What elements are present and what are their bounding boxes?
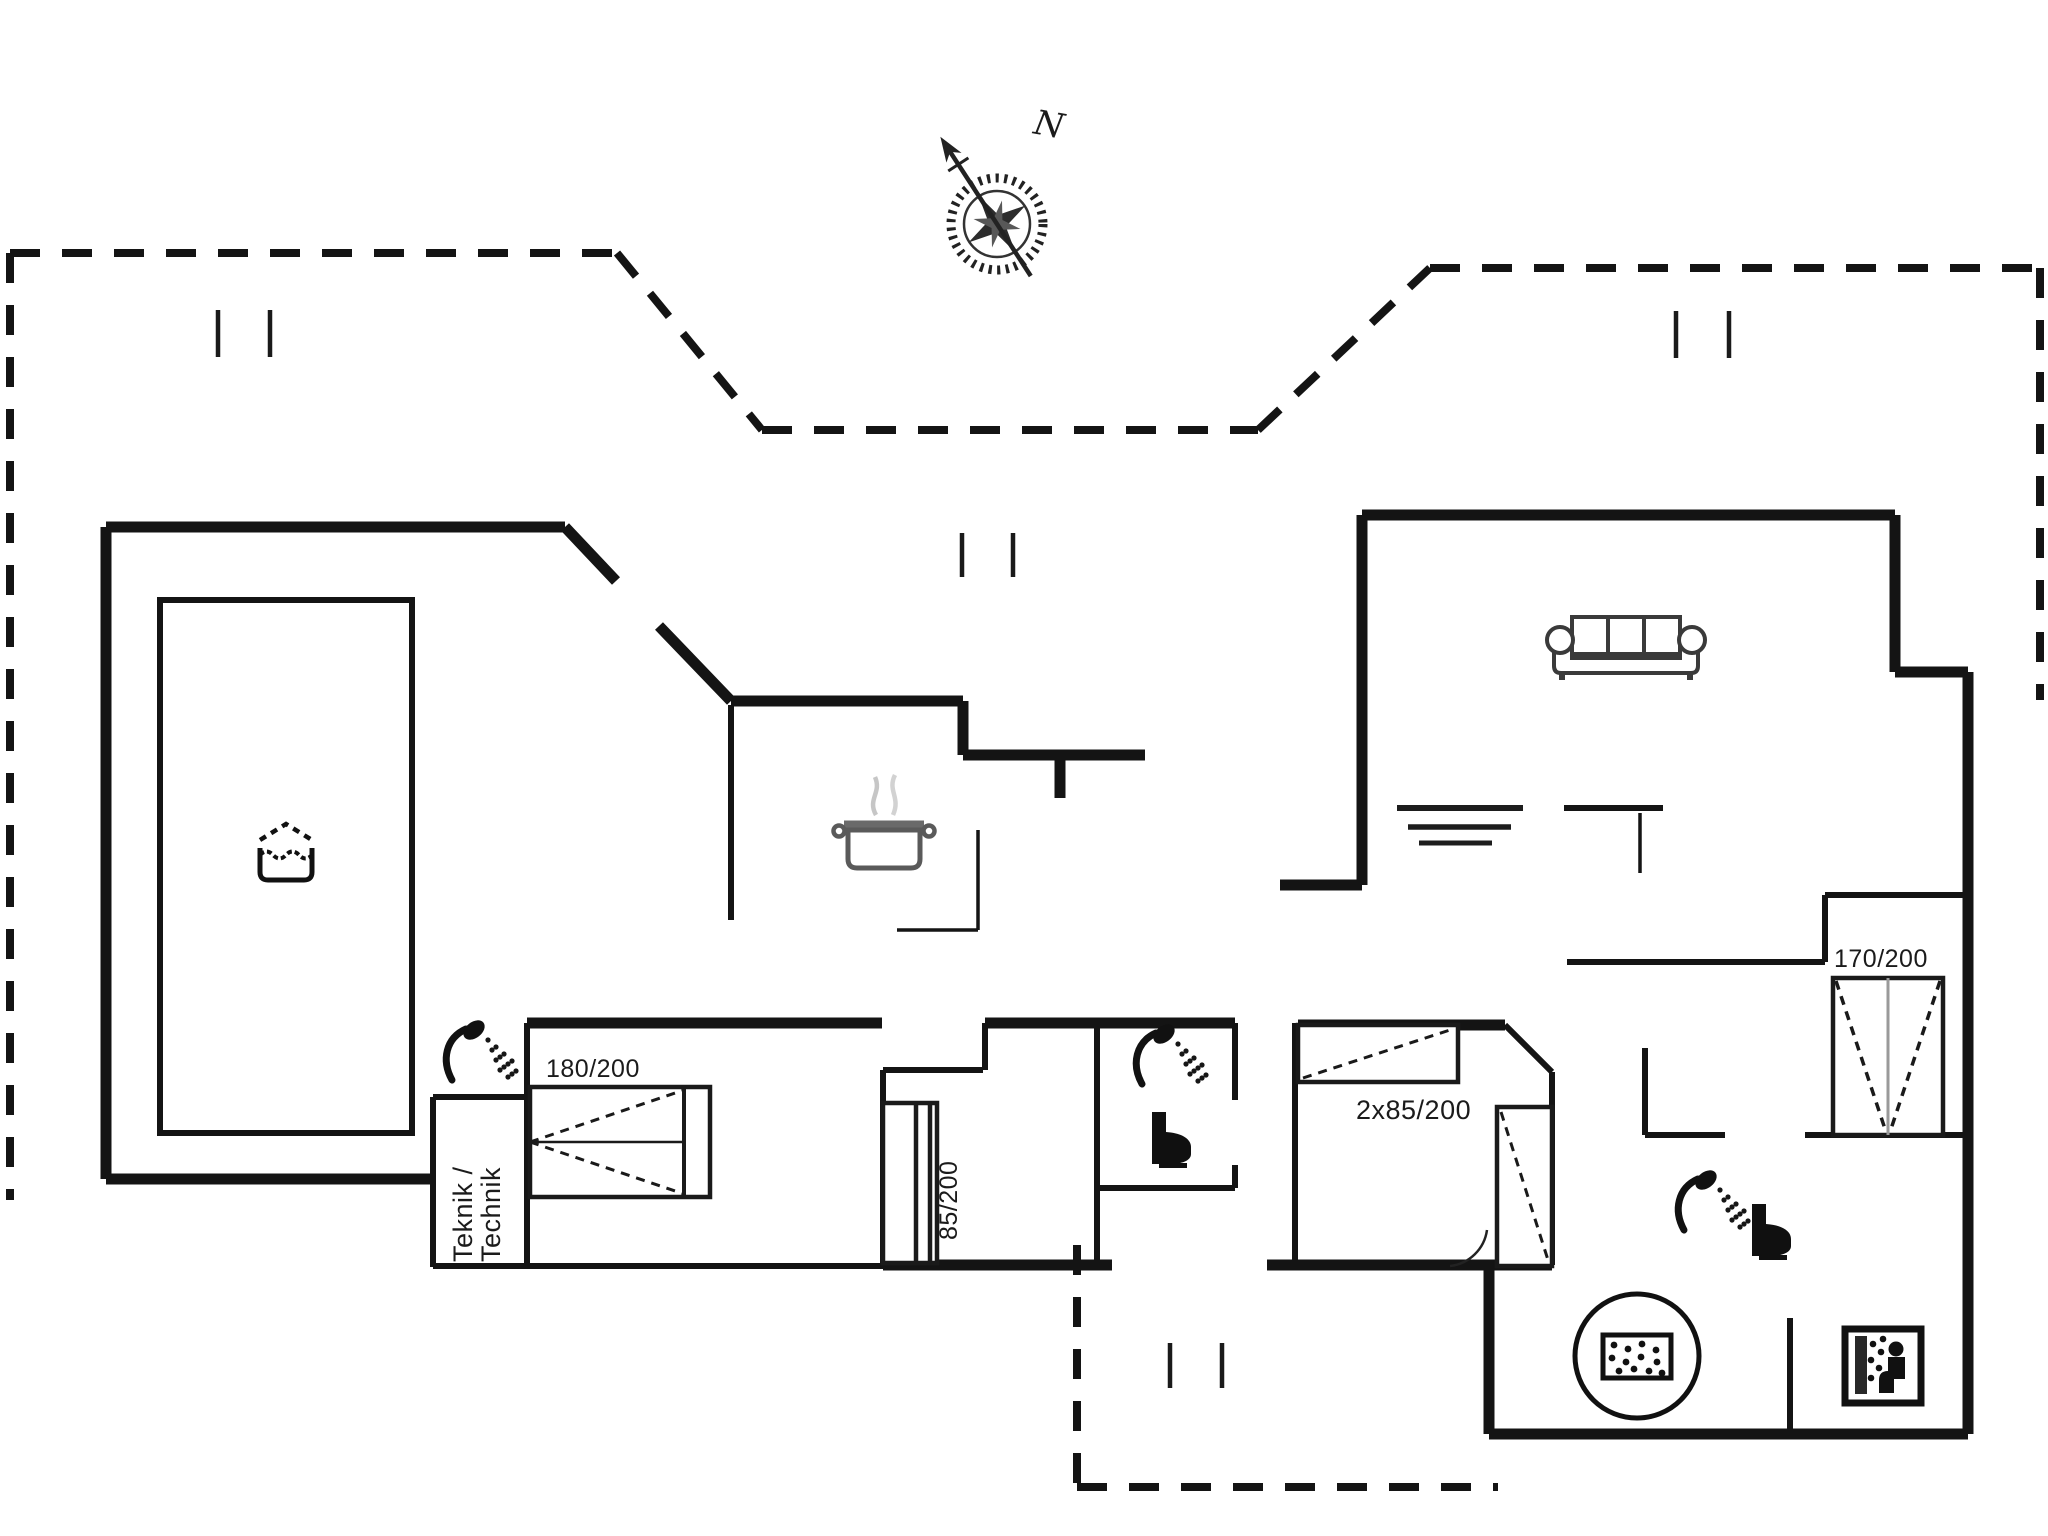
bed-170x200 xyxy=(1830,975,1946,1138)
whirlpool-pool-icon xyxy=(257,821,315,883)
interior-walls xyxy=(430,705,1968,1434)
bed-label-170x200: 170/200 xyxy=(1834,945,1928,973)
cooking-pot-icon xyxy=(831,773,937,871)
sofa-icon xyxy=(1545,615,1707,680)
shower-icon-bathroom-2 xyxy=(1678,1166,1750,1230)
toilet-icon-bathroom-1 xyxy=(1152,1112,1191,1168)
technik-room-label-line1: Teknik / xyxy=(448,1166,478,1262)
toilet-icon-bathroom-2 xyxy=(1752,1204,1791,1260)
terrace-dashed-boundary xyxy=(6,249,2044,1491)
bed-label-85x200: 85/200 xyxy=(935,1160,963,1240)
shower-icon-pool-room xyxy=(446,1016,518,1080)
bed-label-180x200: 180/200 xyxy=(546,1055,640,1083)
water-lines-icon xyxy=(1397,805,1523,846)
bunk-bed-85x200 xyxy=(880,1100,940,1266)
sauna-icon xyxy=(1841,1325,1925,1407)
bed-label-2x85x200: 2x85/200 xyxy=(1356,1095,1472,1125)
shower-icon-bathroom-1 xyxy=(1136,1020,1208,1084)
pool-basin xyxy=(157,597,415,1136)
thin-walls xyxy=(897,813,1642,932)
outer-walls xyxy=(100,509,1974,1440)
compass-north-label: N xyxy=(1030,102,1068,148)
hot-tub-bubbles-icon xyxy=(1572,1291,1702,1421)
technik-room-label: Teknik / Technik xyxy=(448,1110,507,1262)
door-swing-arc xyxy=(1449,1229,1489,1268)
technik-room-label-line2: Technik xyxy=(476,1166,507,1262)
compass-rose-icon xyxy=(940,136,1048,278)
window-tick-marks xyxy=(215,310,1732,1388)
bed-180x200 xyxy=(527,1084,713,1200)
twin-beds-2x85x200 xyxy=(1295,1022,1555,1269)
